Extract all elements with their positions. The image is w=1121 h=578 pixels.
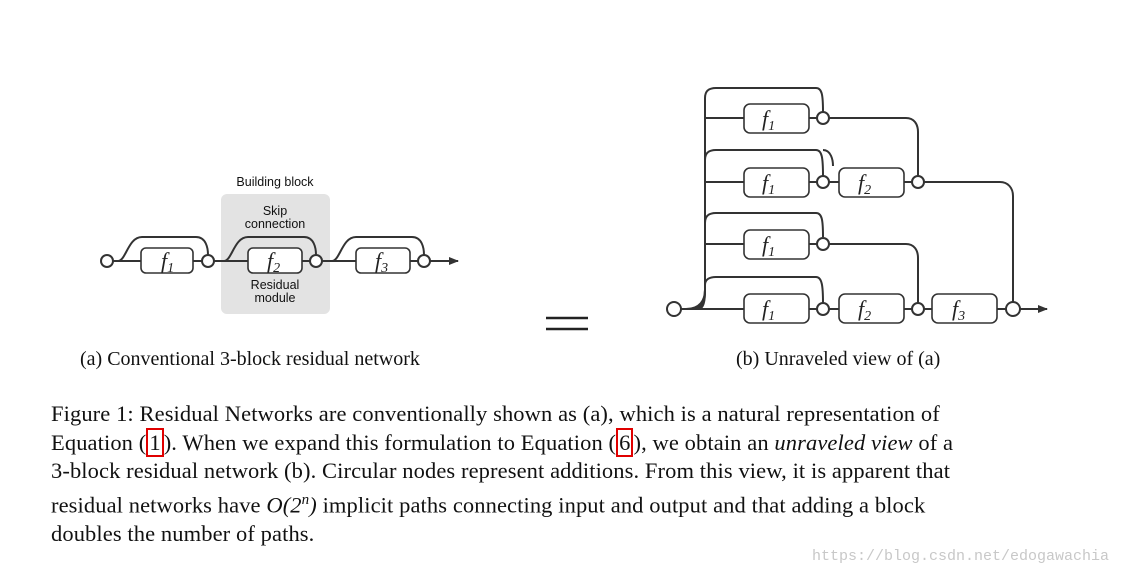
label-b-f1: f1 — [762, 106, 775, 134]
addition-node-b — [911, 302, 925, 316]
subcaption-b: (b) Unraveled view of (a) — [736, 348, 941, 370]
addition-node — [417, 254, 431, 268]
addition-node — [309, 254, 323, 268]
module-f1 — [140, 247, 194, 274]
label-b-f1: f1 — [762, 296, 775, 324]
module-b-f1-row2 — [743, 167, 810, 198]
caption-line-4: residual networks have O(2n) implicit pa… — [51, 491, 926, 518]
watermark: https://blog.csdn.net/edogawachia — [811, 548, 1109, 565]
building-block-label: Building block — [236, 175, 314, 189]
equals-sign — [546, 316, 588, 331]
label-b-f1: f1 — [762, 232, 775, 260]
module-f2 — [247, 247, 303, 274]
module-f3 — [355, 247, 411, 274]
skip-connection-label-2: connection — [245, 217, 306, 231]
figure-diagram: Building block Skip connection Residual … — [100, 87, 1048, 331]
addition-node — [201, 254, 215, 268]
label-b-f2: f2 — [858, 296, 871, 324]
label-b-f2: f2 — [858, 170, 871, 198]
module-b-f2-row4 — [838, 293, 905, 324]
label-b-f1: f1 — [762, 170, 775, 198]
addition-node-b — [1005, 301, 1021, 317]
module-b-f1-row1 — [743, 103, 810, 134]
caption-line-2: Equation (1). When we expand this formul… — [51, 427, 954, 457]
addition-node-b — [816, 237, 830, 251]
addition-node-b — [816, 175, 830, 189]
label-f2: f2 — [267, 248, 280, 276]
module-b-f2-row2 — [838, 167, 905, 198]
caption-line-5: doubles the number of paths. — [51, 520, 315, 546]
input-node-b — [666, 301, 682, 317]
figure-a: Building block Skip connection Residual … — [100, 175, 459, 314]
label-f3: f3 — [375, 248, 388, 276]
figure-b: f1 f1 f2 f1 f1 f2 f3 — [666, 87, 1048, 324]
addition-node-b — [911, 175, 925, 189]
equation-1-link[interactable]: 1 — [146, 427, 164, 457]
caption-line-1: Figure 1: Residual Networks are conventi… — [51, 401, 940, 426]
subcaption-a: (a) Conventional 3-block residual networ… — [80, 348, 420, 370]
module-b-f1-row3 — [743, 229, 810, 260]
residual-module-label-2: module — [255, 291, 296, 305]
caption-line-3: 3-block residual network (b). Circular n… — [51, 458, 951, 483]
equation-6-link[interactable]: 6 — [616, 427, 634, 457]
module-b-f1-row4 — [743, 293, 810, 324]
skip-connection-label: Skip — [263, 204, 287, 218]
addition-node-b — [816, 111, 830, 125]
label-b-f3: f3 — [952, 296, 965, 324]
input-node — [100, 254, 114, 268]
residual-module-label: Residual — [251, 278, 300, 292]
label-f1: f1 — [161, 248, 174, 276]
addition-node-b — [816, 302, 830, 316]
figure-caption: Figure 1: Residual Networks are conventi… — [51, 400, 1091, 548]
module-b-f3-row4 — [931, 293, 998, 324]
